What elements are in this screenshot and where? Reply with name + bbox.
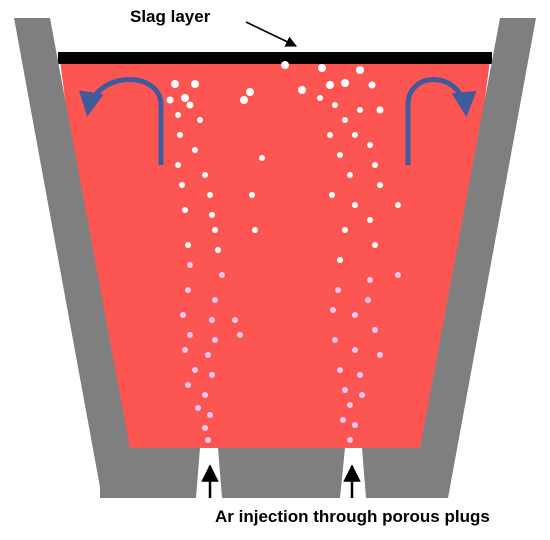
- gas-bubble: [240, 96, 248, 104]
- gas-bubble: [347, 437, 353, 443]
- gas-bubble: [185, 242, 191, 248]
- gas-bubble: [232, 317, 238, 323]
- gas-bubble: [347, 172, 353, 178]
- gas-bubble: [212, 297, 218, 303]
- gas-bubble: [359, 392, 365, 398]
- gas-bubble: [175, 162, 181, 168]
- ladle-bottom: [100, 448, 448, 498]
- gas-bubble: [195, 405, 201, 411]
- gas-bubble: [187, 262, 193, 268]
- gas-bubble: [357, 372, 363, 378]
- steel-melt: [60, 60, 490, 448]
- gas-bubble: [341, 79, 349, 87]
- gas-bubble: [202, 425, 208, 431]
- gas-bubble: [191, 80, 199, 88]
- gas-bubble: [376, 106, 384, 114]
- gas-bubble: [327, 132, 333, 138]
- gas-bubble: [352, 312, 358, 318]
- gas-bubble: [187, 332, 193, 338]
- gas-bubble: [356, 66, 364, 74]
- gas-bubble: [246, 88, 254, 96]
- gas-bubble: [207, 192, 213, 198]
- gas-bubble: [209, 212, 215, 218]
- gas-bubble: [332, 102, 338, 108]
- gas-bubble: [357, 107, 363, 113]
- gas-bubble: [395, 202, 401, 208]
- gas-bubble: [209, 372, 215, 378]
- gas-bubble: [252, 227, 258, 233]
- gas-bubble: [377, 182, 383, 188]
- gas-bubble: [372, 327, 378, 333]
- gas-bubble: [326, 81, 334, 89]
- gas-bubble: [175, 112, 181, 118]
- gas-bubble: [332, 337, 338, 343]
- gas-bubble: [202, 172, 208, 178]
- gas-bubble: [335, 287, 341, 293]
- slag-layer: [58, 52, 492, 64]
- gas-bubble: [182, 207, 188, 213]
- gas-bubble: [181, 94, 189, 102]
- gas-bubble: [372, 242, 378, 248]
- gas-bubble: [205, 352, 211, 358]
- gas-bubble: [202, 392, 208, 398]
- gas-bubble: [337, 257, 343, 263]
- gas-bubble: [237, 332, 243, 338]
- gas-bubble: [215, 247, 221, 253]
- gas-bubble: [347, 402, 353, 408]
- gas-bubble: [377, 352, 383, 358]
- slag-leader-arrow: [245, 21, 298, 47]
- gas-bubble: [180, 312, 186, 318]
- gas-bubble: [185, 382, 191, 388]
- gas-bubble: [205, 437, 211, 443]
- argon-bubble-plumes: [166, 61, 401, 443]
- gas-bubble: [177, 132, 183, 138]
- gas-bubble: [192, 147, 198, 153]
- gas-bubble: [340, 417, 346, 423]
- gas-bubble: [352, 202, 358, 208]
- gas-bubble: [192, 367, 198, 373]
- gas-bubble: [337, 152, 343, 158]
- gas-bubble: [367, 142, 373, 148]
- left-flow-arrow: [78, 77, 164, 165]
- right-flow-arrow: [405, 77, 477, 165]
- gas-bubble: [207, 412, 213, 418]
- gas-bubble: [185, 287, 191, 293]
- gas-bubble: [186, 101, 194, 109]
- gas-bubble: [197, 117, 203, 123]
- gas-bubble: [372, 162, 378, 168]
- gas-bubble: [368, 81, 376, 89]
- gas-bubble: [337, 367, 343, 373]
- gas-bubble: [329, 192, 335, 198]
- gas-bubble: [166, 96, 174, 104]
- gas-bubble: [281, 61, 289, 69]
- gas-bubble: [342, 117, 348, 123]
- gas-bubble: [318, 64, 326, 72]
- gas-bubble: [179, 182, 185, 188]
- slag-layer-label: Slag layer: [130, 7, 211, 26]
- gas-bubble: [352, 347, 358, 353]
- injection-label: Ar injection through porous plugs: [215, 507, 490, 526]
- gas-bubble: [330, 307, 336, 313]
- gas-bubble: [171, 80, 179, 88]
- gas-bubble: [182, 347, 188, 353]
- gas-bubble: [219, 272, 225, 278]
- gas-bubble: [298, 86, 306, 94]
- gas-bubble: [395, 272, 401, 278]
- left-wall: [14, 18, 130, 498]
- gas-bubble: [317, 95, 323, 101]
- gas-bubble: [367, 217, 373, 223]
- gas-bubble: [259, 155, 265, 161]
- gas-bubble: [212, 227, 218, 233]
- gas-bubble: [367, 277, 373, 283]
- gas-bubble: [209, 317, 215, 323]
- gas-bubble: [352, 132, 358, 138]
- gas-bubble: [342, 227, 348, 233]
- gas-bubble: [212, 337, 218, 343]
- gas-bubble: [249, 192, 255, 198]
- gas-bubble: [352, 422, 358, 428]
- right-wall: [420, 18, 536, 498]
- gas-bubble: [342, 387, 348, 393]
- gas-bubble: [365, 297, 371, 303]
